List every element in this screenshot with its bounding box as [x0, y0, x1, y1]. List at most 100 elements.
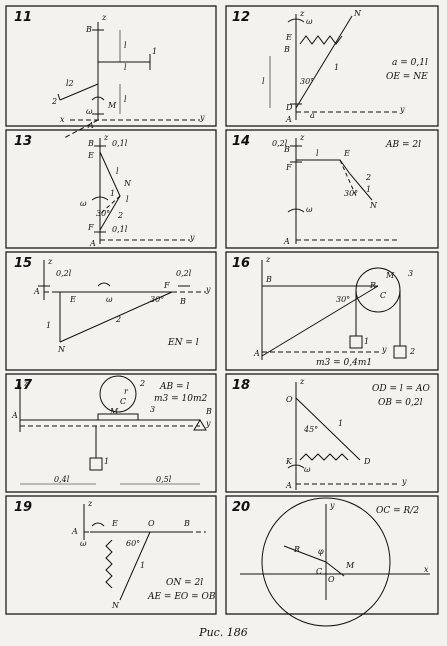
label: A: [88, 121, 94, 130]
condition: OB = 0,2l: [378, 398, 423, 408]
label: z: [24, 379, 29, 388]
label: M: [386, 271, 395, 280]
panel-17-drawing: [20, 376, 206, 484]
condition: EN = l: [168, 338, 199, 348]
panel-20-drawing: [240, 498, 430, 626]
label: N: [58, 345, 65, 354]
label: B: [180, 297, 186, 306]
label: M: [110, 407, 119, 416]
label: N: [354, 9, 361, 18]
label: ω: [304, 465, 311, 474]
label: A: [12, 411, 18, 420]
panel-14-number: 14: [232, 134, 251, 149]
panel-19-frame: [6, 496, 216, 614]
label: y: [200, 113, 205, 122]
label: N: [112, 601, 119, 610]
panel-11-number: 11: [14, 10, 33, 25]
label: ω: [80, 539, 87, 548]
label: ω: [106, 295, 113, 304]
label: 0,2l: [176, 269, 192, 278]
label: E: [286, 33, 292, 42]
label: 30°: [300, 77, 315, 86]
label: ω: [306, 17, 313, 26]
label: B: [284, 45, 290, 54]
label: R: [370, 281, 377, 290]
panel-11-drawing: [58, 22, 200, 138]
label: y: [206, 419, 211, 428]
label: O: [148, 519, 155, 528]
label: 45°: [304, 425, 319, 434]
label: O: [328, 575, 335, 584]
label: B: [266, 275, 272, 284]
label: 2: [410, 347, 416, 356]
condition: OC = R/2: [376, 506, 420, 516]
label: A: [90, 239, 96, 248]
label: F: [286, 163, 292, 172]
condition: ON = 2l: [166, 578, 204, 588]
panel-19-drawing: [84, 504, 206, 600]
label: l: [316, 149, 319, 158]
panel-14-drawing: [288, 138, 400, 244]
condition: AE = EO = OB: [148, 592, 216, 602]
panel-13-drawing: [92, 138, 190, 244]
label: 0,4l: [54, 475, 70, 484]
label: l: [262, 77, 265, 86]
label: 2: [52, 97, 58, 106]
panel-18-drawing: [288, 382, 400, 490]
label: E: [344, 149, 350, 158]
panel-12-frame: [226, 6, 438, 126]
label: 30°: [150, 295, 165, 304]
label: ω: [306, 205, 313, 214]
label: l: [116, 167, 119, 176]
condition: OD = l = AO: [372, 384, 430, 394]
label: B: [88, 139, 94, 148]
label: B: [86, 25, 92, 34]
label: 1: [104, 457, 110, 466]
label: A: [254, 349, 260, 358]
label: y: [402, 477, 407, 486]
label: y: [190, 233, 195, 242]
condition: AB = 2l: [386, 140, 421, 150]
figure-caption: Рис. 186: [199, 626, 248, 639]
label: 1: [366, 185, 372, 194]
label: r: [124, 387, 128, 396]
label: E: [70, 295, 76, 304]
label: 0,5l: [156, 475, 172, 484]
panel-12-number: 12: [232, 10, 251, 25]
label: M: [346, 561, 355, 570]
label: E: [112, 519, 118, 528]
label: K: [286, 457, 292, 466]
label: 1: [46, 321, 52, 330]
label: 30°: [336, 295, 351, 304]
condition: AB = l: [160, 382, 190, 392]
label: z: [300, 133, 305, 142]
label: A: [286, 115, 292, 124]
label: z: [300, 9, 305, 18]
label: l: [124, 41, 127, 50]
label: D: [286, 103, 293, 112]
label: F: [88, 223, 94, 232]
label: z: [266, 255, 271, 264]
panel-16-frame: [226, 252, 438, 370]
label: l2: [66, 79, 74, 88]
label: N: [124, 179, 131, 188]
label: A: [284, 237, 290, 246]
panel-14-frame: [226, 130, 438, 248]
label: A: [34, 287, 40, 296]
label: x: [424, 565, 429, 574]
label: z: [102, 13, 107, 22]
label: R: [294, 545, 301, 554]
panel-12-drawing: [270, 14, 400, 120]
label: C: [380, 291, 387, 300]
label: C: [316, 567, 323, 576]
label: 2: [366, 173, 372, 182]
panel-15-frame: [6, 252, 216, 370]
label: y: [206, 285, 211, 294]
label: 2: [118, 211, 124, 220]
label: 1: [334, 63, 340, 72]
panel-17-number: 17: [14, 378, 33, 393]
label: B: [184, 519, 190, 528]
label: E: [88, 151, 94, 160]
panel-13-number: 13: [14, 134, 33, 149]
